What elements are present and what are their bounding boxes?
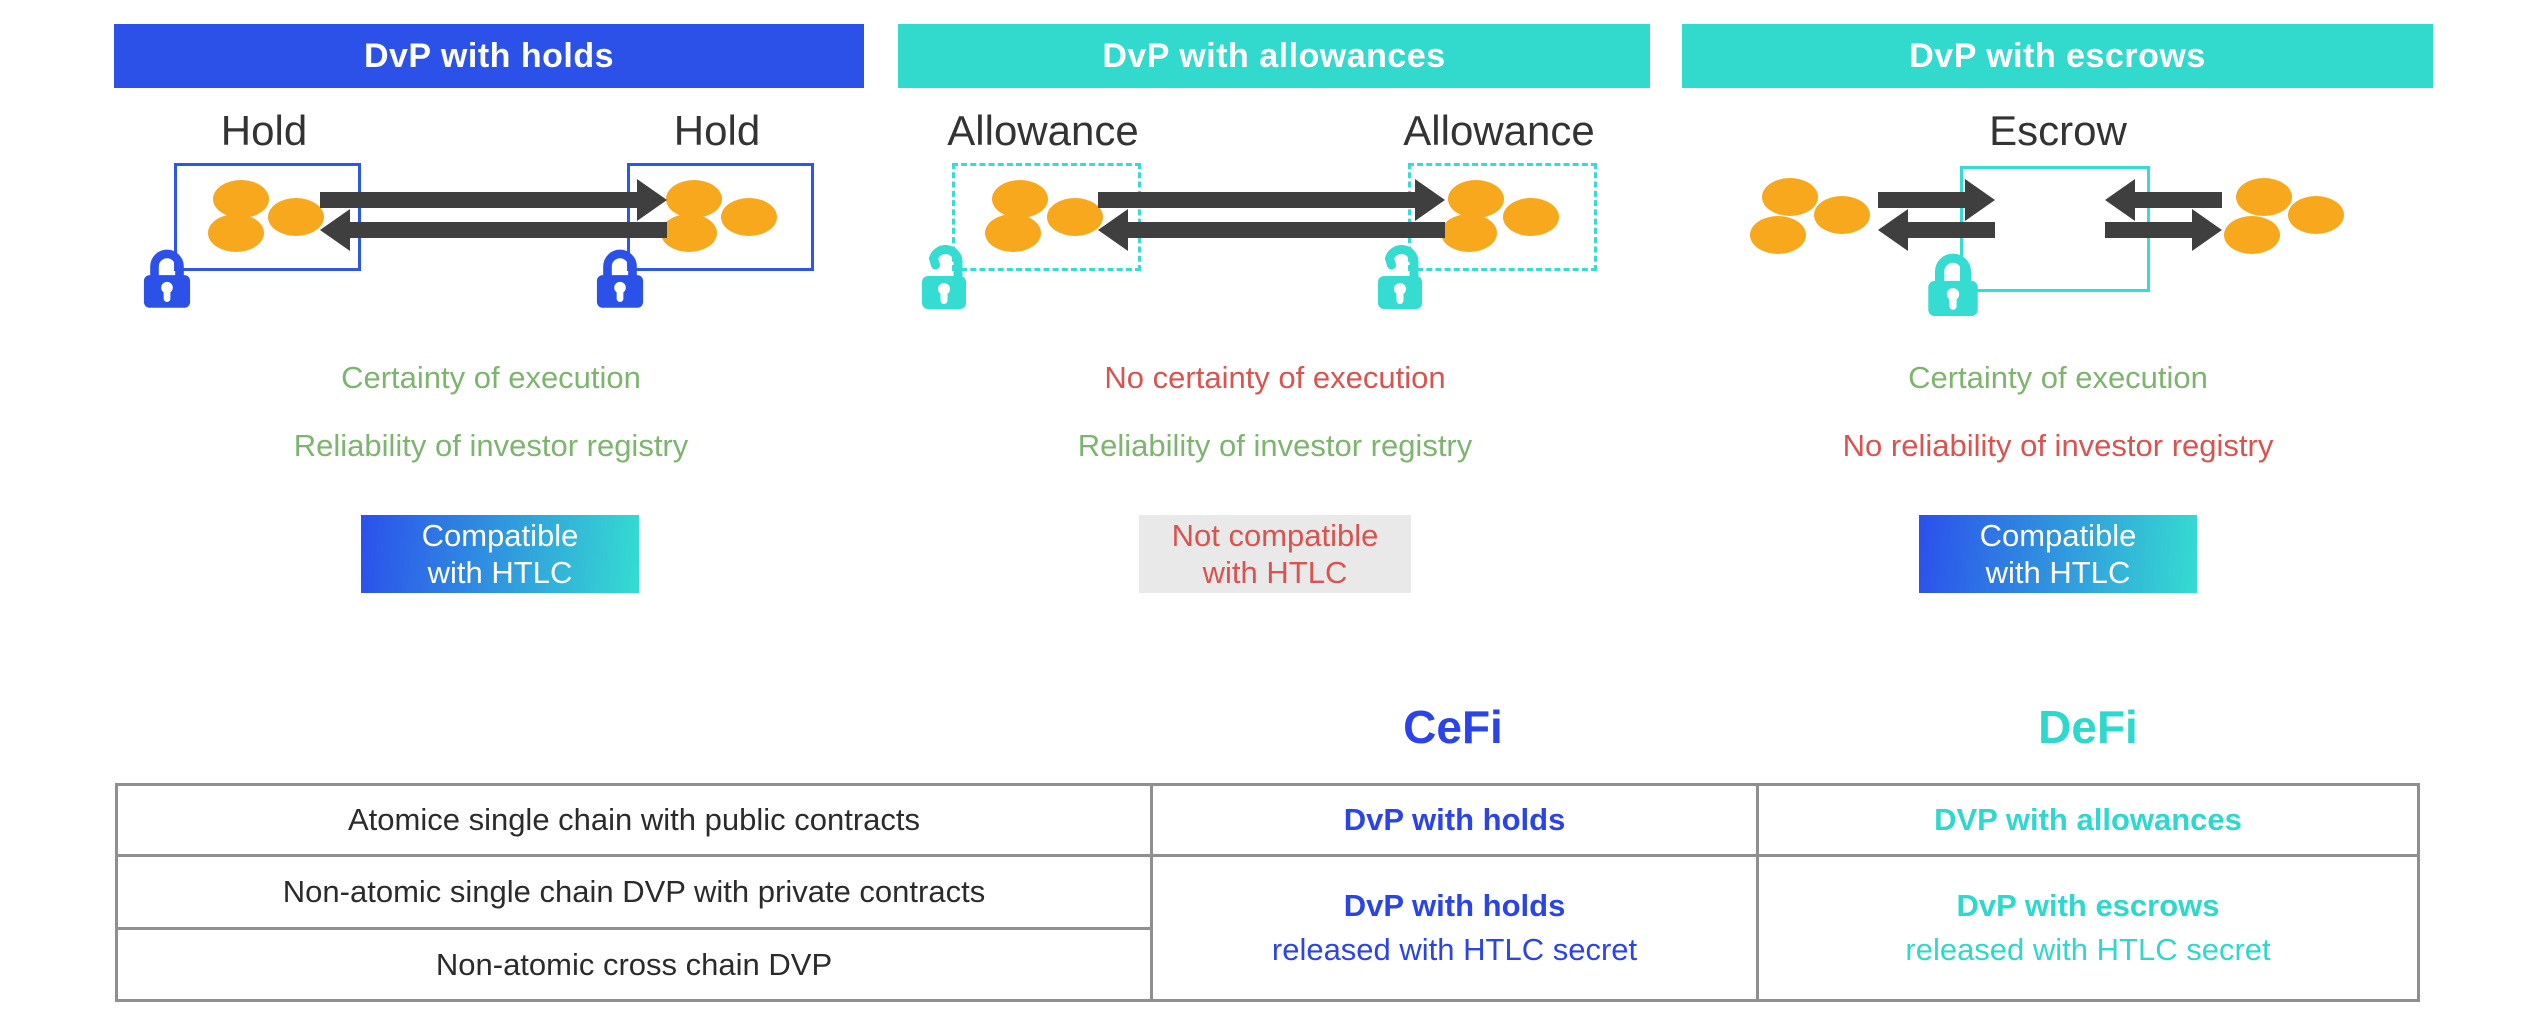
table-row-label: Non-atomic cross chain DVP xyxy=(435,946,833,982)
execution-certainty-line: Certainty of execution xyxy=(1908,360,2208,395)
defi-heading: DeFi xyxy=(2038,701,2138,753)
execution-certainty-line: Certainty of execution xyxy=(341,360,641,395)
cefi-merged-line-2: released with HTLC secret xyxy=(1271,932,1638,967)
hold-label-right: Hold xyxy=(673,107,761,154)
badge-line-2: with HTLC xyxy=(427,555,573,590)
header-dvp-with-holds: DvP with holds xyxy=(114,24,864,88)
token-coin xyxy=(213,180,269,218)
badge-line-1: Not compatible xyxy=(1171,518,1379,553)
token-coin xyxy=(985,214,1041,252)
transfer-arrow-left xyxy=(1098,209,1445,251)
token-coin xyxy=(1047,198,1103,236)
transfer-arrow-right xyxy=(320,179,667,221)
defi-merged-line-2: released with HTLC secret xyxy=(1905,932,2271,967)
cefi-merged-line-1: DvP with holds xyxy=(1343,888,1566,923)
table-column-divider xyxy=(1756,786,1759,999)
execution-certainty-line: No certainty of execution xyxy=(1104,360,1446,395)
transfer-arrow-into-escrow xyxy=(1878,179,1995,221)
table-row-label: Atomice single chain with public contrac… xyxy=(347,802,921,837)
token-coin xyxy=(268,198,324,236)
padlock-closed-icon xyxy=(1926,250,1980,318)
table-row-label: Non-atomic single chain DVP with private… xyxy=(282,874,986,909)
cefi-row1-cell: DvP with holds xyxy=(1343,802,1566,837)
token-coin xyxy=(1762,178,1818,216)
htlc-compatibility-badge: Not compatible with HTLC xyxy=(1139,515,1411,593)
table-row-divider xyxy=(118,854,2417,857)
token-coin xyxy=(2288,196,2344,234)
badge-line-2: with HTLC xyxy=(1985,555,2131,590)
cefi-merged-cell: DvP with holds released with HTLC secret xyxy=(1153,857,1756,999)
padlock-closed-icon xyxy=(595,246,645,310)
token-coin xyxy=(1750,216,1806,254)
registry-reliability-line: Reliability of investor registry xyxy=(293,428,689,463)
token-coin xyxy=(1814,196,1870,234)
escrow-label: Escrow xyxy=(1989,107,2127,154)
transfer-arrow-out-of-escrow xyxy=(2105,209,2222,251)
htlc-compatibility-badge: Compatible with HTLC xyxy=(361,515,639,593)
token-coin xyxy=(661,214,717,252)
token-coin xyxy=(2224,216,2280,254)
badge-line-1: Compatible xyxy=(1979,518,2137,553)
token-coin xyxy=(666,180,722,218)
htlc-compatibility-badge: Compatible with HTLC xyxy=(1919,515,2197,593)
badge-line-1: Compatible xyxy=(421,518,579,553)
transfer-arrow-right xyxy=(1098,179,1445,221)
transfer-arrow-left xyxy=(320,209,667,251)
cefi-heading: CeFi xyxy=(1403,701,1503,753)
token-coin xyxy=(2236,178,2292,216)
padlock-closed-icon xyxy=(142,246,192,310)
padlock-open-icon xyxy=(1372,240,1430,310)
header-dvp-with-escrows: DvP with escrows xyxy=(1682,24,2433,88)
defi-merged-line-1: DvP with escrows xyxy=(1956,888,2220,923)
token-coin xyxy=(721,198,777,236)
table-column-divider xyxy=(1150,786,1153,999)
transfer-arrow-out-of-escrow xyxy=(1878,209,1995,251)
header-dvp-with-allowances: DvP with allowances xyxy=(898,24,1650,88)
badge-line-2: with HTLC xyxy=(1202,555,1348,590)
table-row-divider xyxy=(118,927,1150,930)
token-coin xyxy=(1448,180,1504,218)
defi-merged-cell: DvP with escrows released with HTLC secr… xyxy=(1759,857,2417,999)
dvp-comparison-table: Atomice single chain with public contrac… xyxy=(115,783,2420,1002)
token-coin xyxy=(1503,198,1559,236)
registry-reliability-line: No reliability of investor registry xyxy=(1842,428,2274,463)
token-coin xyxy=(1441,214,1497,252)
defi-row1-cell: DVP with allowances xyxy=(1934,802,2242,837)
padlock-open-icon xyxy=(916,240,974,310)
registry-reliability-line: Reliability of investor registry xyxy=(1077,428,1473,463)
hold-label-left: Hold xyxy=(220,107,308,154)
allowance-label-right: Allowance xyxy=(1403,107,1595,154)
token-coin xyxy=(208,214,264,252)
token-coin xyxy=(992,180,1048,218)
transfer-arrow-into-escrow xyxy=(2105,179,2222,221)
allowance-label-left: Allowance xyxy=(947,107,1139,154)
